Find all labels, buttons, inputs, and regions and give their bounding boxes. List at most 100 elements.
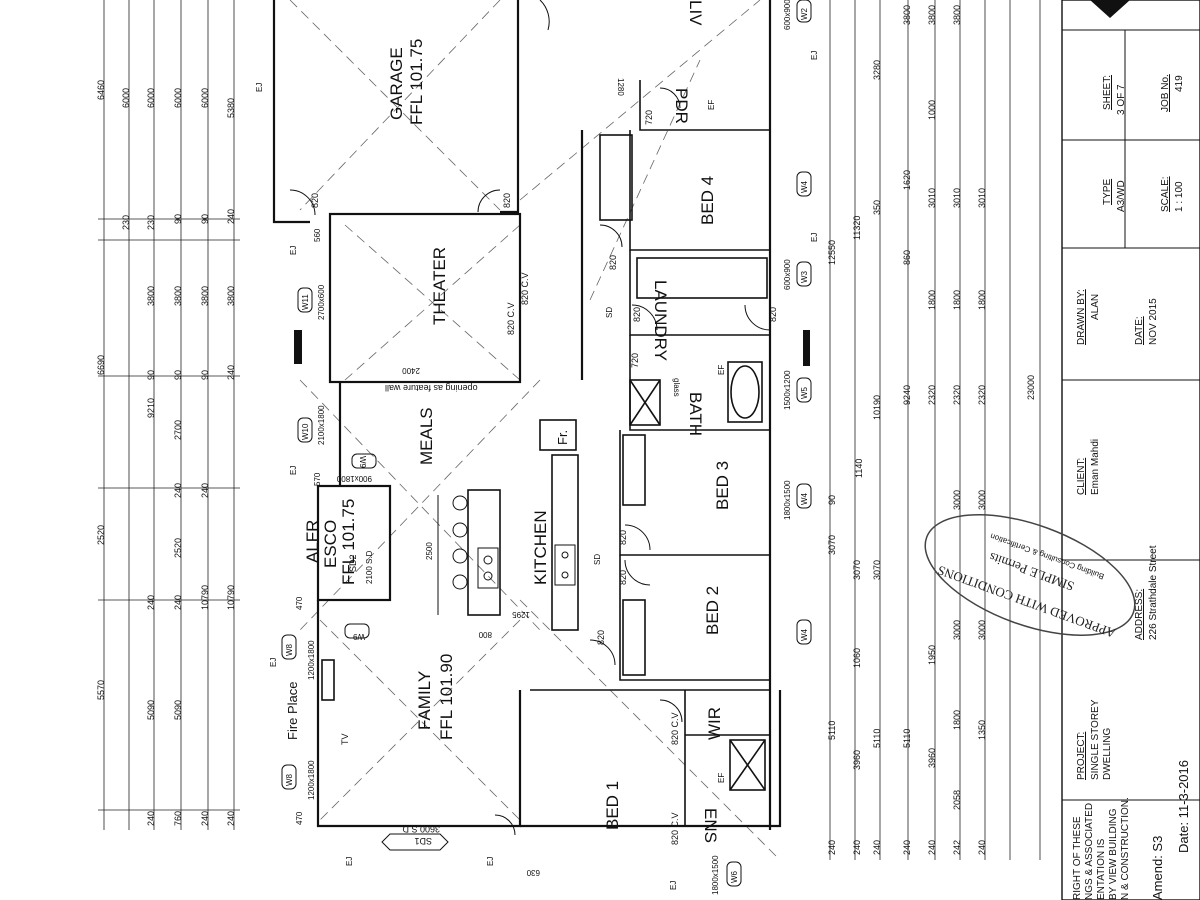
dim-text: 240 xyxy=(226,209,236,224)
window-markers xyxy=(294,330,810,366)
dim-text: 3960 xyxy=(927,748,937,768)
dim-text: 5110 xyxy=(902,729,912,748)
bed2-label: BED 2 xyxy=(703,586,722,635)
dim-2500: 2500 xyxy=(425,542,434,560)
dim-text: 3800 xyxy=(952,5,962,25)
dim-text: 230 xyxy=(146,215,156,230)
svg-text:W10: W10 xyxy=(301,423,310,440)
dim-text: 3800 xyxy=(146,286,156,306)
misc-annotations: EJ EJ EJ EJ EJ EJ EJ EJ EJ SD SD EF EF E… xyxy=(255,51,819,890)
dim-text: 860 xyxy=(902,250,912,265)
type-label: TYPE xyxy=(1102,179,1113,205)
ej-mark: EJ xyxy=(486,857,495,866)
door-width-cv: 820 C.V xyxy=(520,272,530,305)
door-width: 820 xyxy=(502,193,512,208)
w5-size: 1500x1200 xyxy=(783,370,792,410)
bed3-label: BED 3 xyxy=(713,461,732,510)
dim-text: 90 xyxy=(173,214,183,224)
dim-text: 10190 xyxy=(872,395,882,420)
wir-label: WIR xyxy=(705,707,724,740)
copyright-line: NGS & ASSOCIATED xyxy=(1084,803,1095,900)
sd2-size: 2100 S.D xyxy=(365,550,374,584)
dim-text: 3000 xyxy=(977,620,987,640)
dim-text: 90 xyxy=(200,370,210,380)
door-width-cv: 820 C.V xyxy=(670,812,680,845)
dim-570: 570 xyxy=(313,472,322,486)
door-width: 820 xyxy=(632,307,642,322)
date-footer: Date: 11-3-2016 xyxy=(1176,760,1191,853)
ens-label: ENS xyxy=(701,808,720,843)
sd2-tag: SD2 xyxy=(348,554,358,572)
project-line2: DWELLING xyxy=(1102,728,1113,780)
w9-size: 900x1800 xyxy=(336,474,372,483)
dim-text: 240 xyxy=(200,811,210,826)
w11-size: 2700x600 xyxy=(317,284,326,320)
right-dim-col4: 5110 1950 2320 860 1620 3280 240 xyxy=(872,60,937,855)
window-tag-w6: W6 1800x1500 xyxy=(711,855,742,895)
dim-text: 240 xyxy=(200,483,210,498)
door-width: 820 xyxy=(310,193,320,208)
copyright-line: BY VIEW BUILDING xyxy=(1108,808,1119,900)
room-labels: GARAGE FFL 101.75 THEATER MEALS ALFR ESC… xyxy=(285,0,732,843)
window-tag-w3: W3 600x900 xyxy=(783,259,812,290)
dim-text: 3070 xyxy=(852,560,862,580)
north-arrow-icon xyxy=(1090,0,1130,18)
door-width-cv: 820 C.V xyxy=(506,302,516,335)
project-line1: SINGLE STOREY xyxy=(1090,699,1101,780)
dim-text: 5090 xyxy=(146,700,156,720)
dim-text: 240 xyxy=(146,811,156,826)
window-tag-w10: W10 2100x1800 xyxy=(297,405,326,445)
right-dim-col5: 3960 3000 1800 3010 1000 3800 240 xyxy=(902,5,962,855)
window-tag-w11: W11 2700x600 xyxy=(297,284,326,320)
w6-size: 1800x1500 xyxy=(711,855,720,895)
dim-text: 240 xyxy=(977,840,987,855)
ef-mark: EF xyxy=(717,773,726,783)
w2-size: 600x900 xyxy=(783,0,792,30)
dim-text: 9240 xyxy=(902,385,912,405)
dim-text: 240 xyxy=(146,595,156,610)
right-dim-col3: 5110 3070 11320 350 240 xyxy=(852,200,882,855)
dim-text: 11320 xyxy=(852,216,862,240)
dim-text: 6000 xyxy=(173,88,183,108)
door-width: 820 xyxy=(608,255,618,270)
dim-text: 6000 xyxy=(121,88,131,108)
right-dim-col7: 1350 3000 3000 2320 1800 3010 3800 240 2… xyxy=(952,5,1036,855)
copyright-line: ENTATION IS xyxy=(1096,838,1107,900)
drawn-by-value: ALAN xyxy=(1090,294,1101,320)
dim-text: 1620 xyxy=(902,170,912,190)
exterior-walls xyxy=(272,0,782,830)
dim-text: 90 xyxy=(827,495,837,505)
glass-label: glass xyxy=(672,378,681,397)
svg-text:W6: W6 xyxy=(730,870,739,883)
w10-size: 2100x1800 xyxy=(317,405,326,445)
family-ffl-label: FFL 101.90 xyxy=(437,654,456,740)
dim-text: 3000 xyxy=(952,620,962,640)
dim-text: 5380 xyxy=(226,98,236,118)
dim-text: 5090 xyxy=(173,700,183,720)
dim-text: 90 xyxy=(173,370,183,380)
dim-text: 2058 xyxy=(952,790,962,810)
kitchen-sinks xyxy=(477,544,576,589)
window-tag-w9a: W9 900x1800 xyxy=(336,453,377,483)
date-label: DATE: xyxy=(1134,316,1145,345)
sd1-size: 3600 S.D xyxy=(402,824,440,834)
dim-text: 1800 xyxy=(952,290,962,310)
dim-text: 3010 xyxy=(977,188,987,208)
client-label: CLIENT: xyxy=(1076,458,1087,495)
dim-560: 560 xyxy=(313,228,322,242)
feature-wall-dim: 2400 xyxy=(402,366,420,375)
amend-text: Amend: S3 xyxy=(1150,836,1165,900)
w4-size: 1800x1500 xyxy=(783,480,792,520)
svg-text:W4: W4 xyxy=(800,180,809,193)
dim-text: 1140 xyxy=(854,459,864,478)
interior-walls xyxy=(321,80,770,826)
door-swings xyxy=(289,0,771,836)
bed1-label: BED 1 xyxy=(603,781,622,830)
dim-text: 240 xyxy=(872,840,882,855)
ej-mark: EJ xyxy=(289,466,298,475)
svg-text:W4: W4 xyxy=(800,628,809,641)
dim-800: 800 xyxy=(478,630,492,639)
left-dim-col5: 6000 90 3800 90 10790 240 xyxy=(200,88,236,826)
dim-text: 90 xyxy=(146,370,156,380)
dim-text: 242 xyxy=(952,840,962,855)
